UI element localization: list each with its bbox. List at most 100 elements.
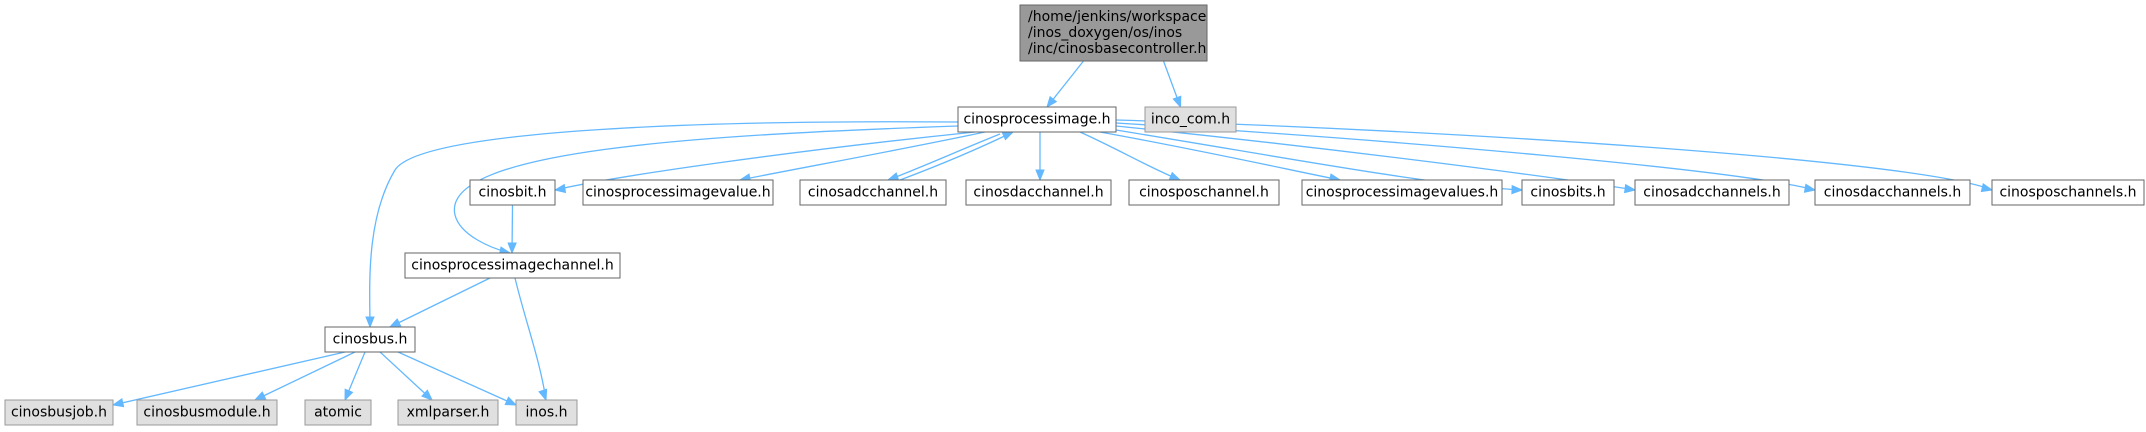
node-cinosbit[interactable]: cinosbit.h [469, 179, 556, 206]
node-box [136, 399, 278, 426]
node-cinosbits[interactable]: cinosbits.h [1521, 179, 1615, 206]
node-box [1144, 106, 1237, 133]
arrowhead [388, 318, 402, 328]
node-label: cinosbusjob.h [11, 405, 107, 421]
node-inco_com: inco_com.h [1144, 106, 1237, 133]
arrowhead [886, 172, 900, 182]
edge-cinosbus-to-cinosbusmodule [253, 351, 356, 401]
arrowhead [538, 388, 548, 402]
node-cinosdacchannels[interactable]: cinosdacchannels.h [1814, 179, 1971, 206]
edge-line [453, 125, 959, 254]
edge-cinosbus-to-cinosbusjob [111, 351, 346, 408]
node-label: /home/jenkins/workspace [1028, 9, 1206, 25]
edge-line [369, 121, 959, 328]
arrowhead [421, 389, 433, 401]
arrowhead [111, 398, 125, 408]
edge-line [899, 131, 1014, 181]
node-label: cinosbus.h [333, 332, 408, 348]
edge-cinosprocessimage-to-cinosdacchannel [1035, 132, 1045, 182]
node-cinosprocessimage[interactable]: cinosprocessimage.h [957, 106, 1117, 133]
node-cinosposchannel[interactable]: cinosposchannel.h [1128, 179, 1280, 206]
node-label: cinosadcchannels.h [1643, 185, 1781, 201]
arrowhead [504, 396, 518, 406]
node-label: atomic [314, 405, 362, 421]
edge-line [887, 133, 1001, 181]
node-label: /inc/cinosbasecontroller.h [1028, 41, 1206, 57]
node-cinosposchannels[interactable]: cinosposchannels.h [1991, 179, 2145, 206]
edge-cinosprocessimagechannel-to-cinosbus [388, 277, 491, 328]
arrowhead [507, 242, 517, 255]
node-box [1991, 179, 2145, 206]
edge-cinosprocessimage-to-cinosposchannel [1079, 131, 1182, 181]
node-box [1521, 179, 1615, 206]
node-inos: inos.h [515, 399, 578, 426]
arrowhead [1035, 169, 1045, 182]
edge-line [254, 351, 356, 401]
node-cinosadcchannels[interactable]: cinosadcchannels.h [1634, 179, 1790, 206]
arrowhead [1001, 131, 1015, 141]
node-label: /inos_doxygen/os/inos [1028, 25, 1182, 41]
node-cinosdacchannel[interactable]: cinosdacchannel.h [965, 179, 1112, 206]
arrowhead [1803, 183, 1817, 193]
node-box [404, 252, 621, 279]
edge-cinosprocessimage-to-cinosprocessimagevalue [738, 131, 986, 183]
node-box [4, 399, 114, 426]
node-root[interactable]: /home/jenkins/workspace/inos_doxygen/os/… [1019, 4, 1208, 62]
edge-line [514, 277, 547, 401]
node-box [469, 179, 556, 206]
edge-line [1115, 119, 1993, 191]
arrowhead [253, 391, 267, 401]
edge-line [389, 277, 491, 328]
arrowhead [1168, 171, 1182, 181]
edge-cinosbit-to-cinosprocessimagechannel [507, 204, 517, 255]
node-cinosbusmodule: cinosbusmodule.h [136, 399, 278, 426]
node-cinosadcchannel[interactable]: cinosadcchannel.h [799, 179, 947, 206]
edge-line [397, 351, 517, 406]
node-label: cinosbits.h [1530, 185, 1605, 201]
node-label: xmlparser.h [407, 405, 490, 421]
arrowhead [1980, 182, 1994, 193]
node-cinosbusjob: cinosbusjob.h [4, 399, 114, 426]
node-cinosprocessimagevalues[interactable]: cinosprocessimagevalues.h [1301, 179, 1503, 206]
arrowhead [1511, 184, 1524, 195]
node-label: cinosposchannel.h [1139, 185, 1269, 201]
edge-root-to-inco_com [1162, 60, 1182, 109]
arrowhead [553, 183, 567, 194]
node-label: cinosposchannels.h [1999, 185, 2136, 201]
node-label: cinosprocessimagevalue.h [585, 185, 770, 201]
node-label: cinosprocessimagevalues.h [1306, 185, 1499, 201]
arrowhead [1172, 95, 1182, 109]
edge-cinosprocessimagechannel-to-inos [514, 277, 548, 402]
dependency-edges [111, 60, 1994, 408]
node-label: cinosbit.h [479, 185, 547, 201]
node-box [582, 179, 774, 206]
node-label: cinosadcchannel.h [808, 185, 938, 201]
node-box [324, 326, 416, 353]
edge-cinosadcchannel-to-cinosprocessimage [899, 131, 1015, 181]
node-box [965, 179, 1112, 206]
node-box [515, 399, 578, 426]
arrowhead [1623, 183, 1637, 194]
edge-line [112, 351, 346, 406]
node-label: cinosbusmodule.h [143, 405, 270, 421]
edge-cinosprocessimage-to-cinosprocessimagevalues [1099, 131, 1342, 183]
node-box [799, 179, 947, 206]
arrowhead [1046, 95, 1058, 109]
node-box [1128, 179, 1280, 206]
node-cinosprocessimagevalue[interactable]: cinosprocessimagevalue.h [582, 179, 774, 206]
edge-cinosprocessimage-to-cinosbus [365, 121, 959, 329]
node-cinosbus[interactable]: cinosbus.h [324, 326, 416, 353]
edge-line [739, 131, 986, 181]
edge-cinosbus-to-atomic [344, 351, 366, 402]
edge-cinosbus-to-xmlparser [379, 351, 433, 401]
node-box [1301, 179, 1503, 206]
edge-cinosprocessimage-to-cinosposchannels [1115, 119, 1994, 193]
node-label: cinosprocessimage.h [963, 112, 1110, 128]
node-box [957, 106, 1117, 133]
node-box [1634, 179, 1790, 206]
node-atomic: atomic [304, 399, 372, 426]
node-label: inos.h [526, 405, 568, 421]
edge-line [1079, 131, 1181, 181]
node-cinosprocessimagechannel[interactable]: cinosprocessimagechannel.h [404, 252, 621, 279]
